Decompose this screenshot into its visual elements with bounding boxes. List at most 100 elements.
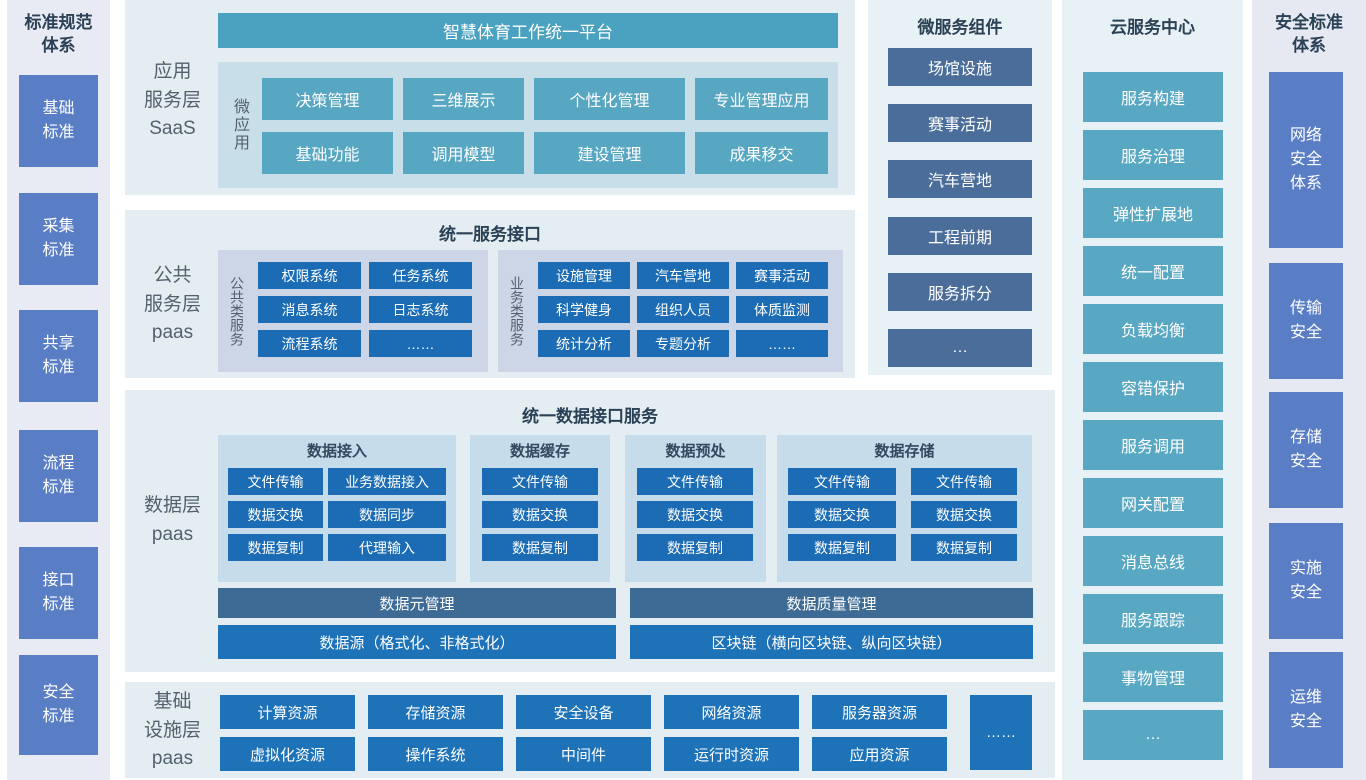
security-box-network: 网络 安全 体系 <box>1269 72 1343 248</box>
data-button-exchange: 数据交换 <box>637 501 753 528</box>
infra-button-network: 网络资源 <box>664 695 799 729</box>
infra-row-1: 计算资源 存储资源 安全设备 网络资源 服务器资源 <box>220 695 947 729</box>
data-cache-title: 数据缓存 <box>509 443 570 460</box>
service-button-workflow: 流程系统 <box>258 330 361 357</box>
standard-box-security: 安全 标准 <box>19 655 98 755</box>
cloud-box-message-bus: 消息总线 <box>1083 536 1223 586</box>
app-button-handover: 成果移交 <box>695 132 828 174</box>
app-button-basic: 基础功能 <box>262 132 393 174</box>
data-access-group: 数据接入 文件传输 业务数据接入 数据交换 数据同步 数据复制 代理输入 <box>218 435 456 582</box>
data-button-proxy-input: 代理输入 <box>328 534 446 561</box>
cloud-box-build: 服务构建 <box>1083 72 1223 122</box>
security-standards-column: 安全标准 体系 网络 安全 体系 传输 安全 存储 安全 实施 安全 运维 安全 <box>1252 0 1366 780</box>
app-service-layer-panel: 应用 服务层 SaaS 智慧体育工作统一平台 微应用 决策管理 三维展示 个性化… <box>125 0 855 195</box>
infrastructure-layer-panel: 基础 设施层 paas 计算资源 存储资源 安全设备 网络资源 服务器资源 虚拟… <box>125 682 1055 778</box>
infra-row-2: 虚拟化资源 操作系统 中间件 运行时资源 应用资源 <box>220 737 947 771</box>
public-service-layer-panel: 统一服务接口 公共 服务层 paas 公共类服务 权限系统 任务系统 消息系统 … <box>125 210 855 378</box>
microservice-box-split: 服务拆分 <box>888 273 1032 311</box>
microservice-box-event: 赛事活动 <box>888 104 1032 142</box>
standard-box-collect: 采集 标准 <box>19 193 98 285</box>
data-button-replicate: 数据复制 <box>228 534 323 561</box>
data-meta-bar: 数据元管理 <box>218 588 616 618</box>
app-row-2: 基础功能 调用模型 建设管理 成果移交 <box>262 132 828 174</box>
data-button-file-transfer: 文件传输 <box>911 468 1017 495</box>
infra-button-storage: 存储资源 <box>368 695 503 729</box>
security-box-implementation: 实施 安全 <box>1269 523 1343 639</box>
standard-box-basic: 基础 标准 <box>19 75 98 167</box>
service-button-personnel: 组织人员 <box>637 296 729 323</box>
cloud-box-config: 统一配置 <box>1083 246 1223 296</box>
data-button-replicate: 数据复制 <box>911 534 1017 561</box>
infra-button-application: 应用资源 <box>812 737 947 771</box>
cloud-box-invoke: 服务调用 <box>1083 420 1223 470</box>
business-services-label: 业务类服务 <box>509 276 525 346</box>
infra-button-middleware: 中间件 <box>516 737 651 771</box>
service-button-task: 任务系统 <box>369 262 472 289</box>
security-box-storage: 存储 安全 <box>1269 392 1343 508</box>
app-button-3d: 三维展示 <box>403 78 524 120</box>
infra-more-box: …… <box>970 695 1032 770</box>
service-button-topic: 专题分析 <box>637 330 729 357</box>
data-button-sync: 数据同步 <box>328 501 446 528</box>
security-box-operations: 运维 安全 <box>1269 652 1343 768</box>
security-standards-title: 安全标准 体系 <box>1275 13 1343 55</box>
cloud-box-tracing: 服务跟踪 <box>1083 594 1223 644</box>
security-box-transmission: 传输 安全 <box>1269 263 1343 379</box>
data-quality-bar: 数据质量管理 <box>630 588 1033 618</box>
cloud-box-load-balance: 负载均衡 <box>1083 304 1223 354</box>
app-button-professional: 专业管理应用 <box>695 78 828 120</box>
standard-box-share: 共享 标准 <box>19 310 98 402</box>
cloud-center-title: 云服务中心 <box>1110 18 1195 37</box>
cloud-box-fault-tolerance: 容错保护 <box>1083 362 1223 412</box>
data-button-replicate: 数据复制 <box>637 534 753 561</box>
app-button-construction: 建设管理 <box>534 132 685 174</box>
cloud-box-elastic-scale: 弹性扩展地 <box>1083 188 1223 238</box>
cloud-box-transaction: 事物管理 <box>1083 652 1223 702</box>
infra-button-security-device: 安全设备 <box>516 695 651 729</box>
service-button-fitness: 科学健身 <box>538 296 630 323</box>
standard-box-process: 流程 标准 <box>19 430 98 522</box>
infra-button-virtualization: 虚拟化资源 <box>220 737 355 771</box>
infra-button-os: 操作系统 <box>368 737 503 771</box>
infrastructure-layer-label: 基础 设施层 paas <box>143 691 201 769</box>
data-cache-group: 数据缓存 文件传输 数据交换 数据复制 <box>470 435 610 582</box>
data-layer-panel: 统一数据接口服务 数据层 paas 数据接入 文件传输 业务数据接入 数据交换 … <box>125 390 1055 672</box>
data-preprocess-title: 数据预处 <box>665 443 726 460</box>
service-button-facility: 设施管理 <box>538 262 630 289</box>
app-service-layer-label: 应用 服务层 SaaS <box>143 61 201 139</box>
cloud-box-governance: 服务治理 <box>1083 130 1223 180</box>
app-button-personalize: 个性化管理 <box>534 78 685 120</box>
public-service-layer-label: 公共 服务层 paas <box>143 265 201 343</box>
common-services-label: 公共类服务 <box>229 276 245 346</box>
cloud-center-column: 云服务中心 服务构建 服务治理 弹性扩展地 统一配置 负载均衡 容错保护 服务调… <box>1062 0 1243 780</box>
infra-button-compute: 计算资源 <box>220 695 355 729</box>
data-button-exchange: 数据交换 <box>911 501 1017 528</box>
service-button-more: …… <box>369 330 472 357</box>
data-access-title: 数据接入 <box>306 443 367 460</box>
microservice-box-venue: 场馆设施 <box>888 48 1032 86</box>
microservice-box-preproject: 工程前期 <box>888 217 1032 255</box>
unified-data-api-title: 统一数据接口服务 <box>522 407 658 426</box>
service-button-message: 消息系统 <box>258 296 361 323</box>
data-button-file-transfer: 文件传输 <box>788 468 896 495</box>
data-button-exchange: 数据交换 <box>482 501 598 528</box>
data-source-bar: 数据源（格式化、非格式化） <box>218 625 616 659</box>
data-storage-group: 数据存储 文件传输 文件传输 数据交换 数据交换 数据复制 数据复制 <box>777 435 1032 582</box>
standards-column-title: 标准规范 体系 <box>24 13 93 55</box>
platform-title-bar: 智慧体育工作统一平台 <box>218 13 838 48</box>
service-button-permission: 权限系统 <box>258 262 361 289</box>
common-services-panel: 公共类服务 权限系统 任务系统 消息系统 日志系统 流程系统 …… <box>218 250 488 372</box>
microservices-column: 微服务组件 场馆设施 赛事活动 汽车营地 工程前期 服务拆分 … <box>868 0 1052 375</box>
data-button-exchange: 数据交换 <box>228 501 323 528</box>
data-storage-title: 数据存储 <box>874 443 935 460</box>
service-button-log: 日志系统 <box>369 296 472 323</box>
service-button-physique: 体质监测 <box>736 296 828 323</box>
blockchain-bar: 区块链（横向区块链、纵向区块链） <box>630 625 1033 659</box>
app-button-decision: 决策管理 <box>262 78 393 120</box>
service-button-camp: 汽车营地 <box>637 262 729 289</box>
micro-app-panel: 微应用 决策管理 三维展示 个性化管理 专业管理应用 基础功能 调用模型 建设管… <box>218 62 838 188</box>
data-button-replicate: 数据复制 <box>482 534 598 561</box>
microservices-title: 微服务组件 <box>917 18 1003 37</box>
service-button-event: 赛事活动 <box>736 262 828 289</box>
app-button-model: 调用模型 <box>403 132 524 174</box>
